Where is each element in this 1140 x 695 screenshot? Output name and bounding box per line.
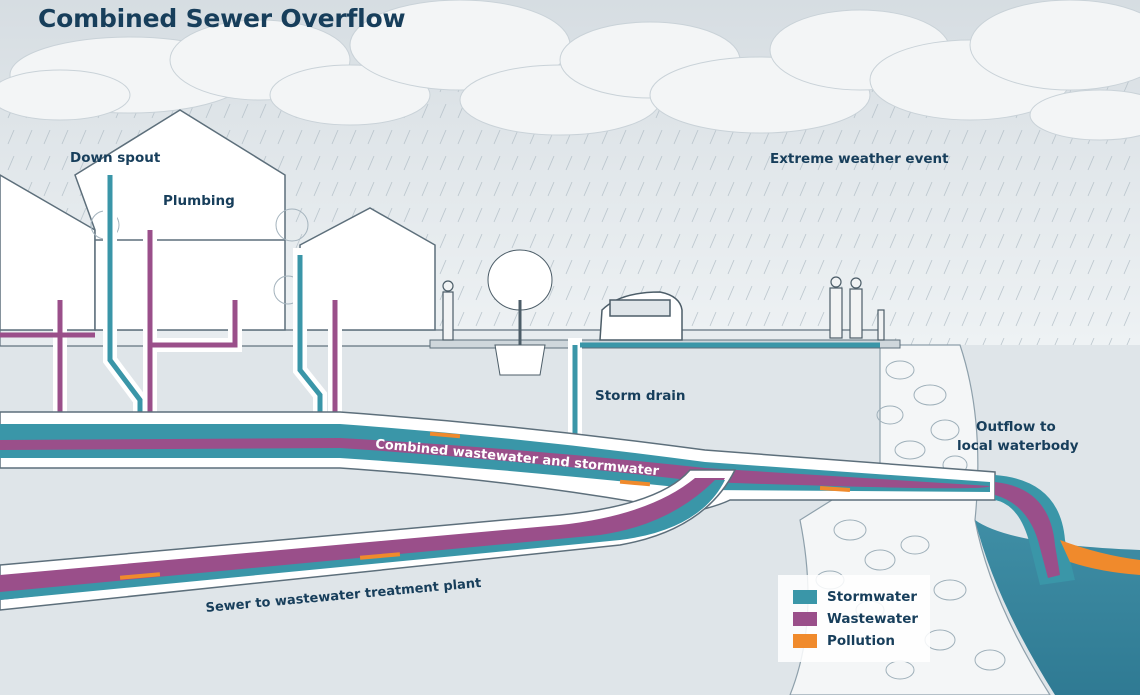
pollution-streaks (119, 431, 851, 580)
label-extreme-weather: Extreme weather event (770, 151, 949, 167)
legend-swatch-wastewater (793, 612, 817, 626)
page-title: Combined Sewer Overflow (38, 4, 406, 33)
label-plumbing: Plumbing (163, 193, 235, 209)
legend-item-pollution: Pollution (793, 631, 895, 651)
car (599, 291, 683, 341)
outflow-wastewater (995, 482, 1060, 578)
label-outflow-line1: Outflow to (976, 419, 1056, 435)
legend-item-wastewater: Wastewater (793, 609, 918, 629)
sewer-pipe-flow (0, 478, 725, 600)
house-pipe-flows (0, 175, 880, 440)
legend: Stormwater Wastewater Pollution (778, 575, 930, 662)
legend-swatch-pollution (793, 634, 817, 648)
legend-swatch-stormwater (793, 590, 817, 604)
sewer-pipe-storm (0, 480, 725, 600)
label-down-spout: Down spout (70, 150, 161, 166)
label-storm-drain: Storm drain (595, 388, 686, 404)
clouds (0, 0, 1140, 141)
street-tree (487, 249, 553, 376)
legend-label-wastewater: Wastewater (827, 611, 919, 627)
label-outflow-line2: local waterbody (957, 438, 1079, 454)
people (442, 276, 885, 341)
combined-wastewater (0, 438, 990, 489)
legend-item-stormwater: Stormwater (793, 587, 917, 607)
outflow-pollution (1060, 540, 1140, 575)
legend-label-stormwater: Stormwater (827, 589, 918, 605)
legend-label-pollution: Pollution (827, 633, 896, 649)
